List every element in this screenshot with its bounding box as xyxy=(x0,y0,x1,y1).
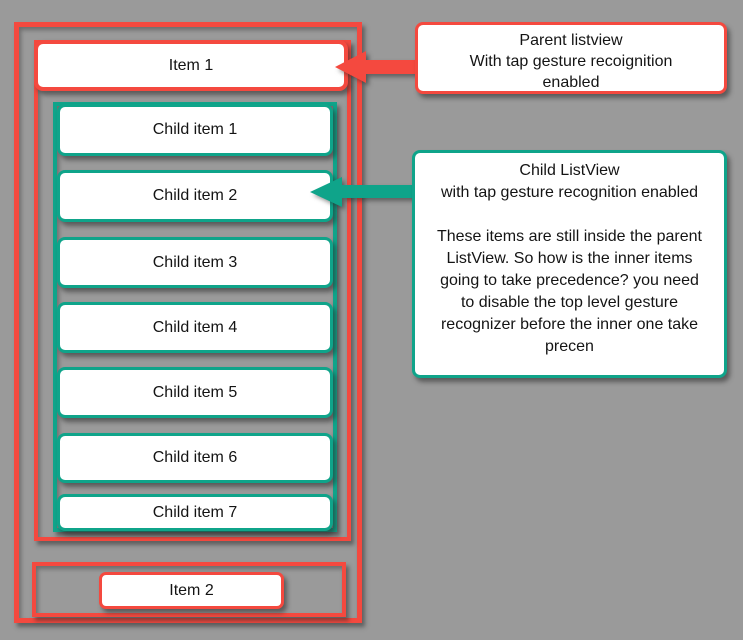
parent-item-2-outline xyxy=(32,562,346,617)
child-item-1-label: Child item 1 xyxy=(152,121,238,138)
child-item-2-label: Child item 2 xyxy=(152,187,238,204)
parent-callout-arrow-icon xyxy=(335,51,422,83)
child-item-5-label: Child item 5 xyxy=(152,383,238,401)
child-item-7-label: Child item 7 xyxy=(152,503,238,521)
child-item-5: Child item 5 xyxy=(57,367,333,418)
child-item-4-label: Child item 4 xyxy=(152,318,238,336)
parent-item-1-label: Item 1 xyxy=(168,56,214,74)
child-callout-text: Child ListView with tap gesture recognit… xyxy=(436,162,702,355)
parent-callout: Parent listview With tap gesture recoign… xyxy=(415,22,727,94)
child-callout: Child ListView with tap gesture recognit… xyxy=(412,150,727,378)
parent-listview-outline xyxy=(14,22,362,623)
parent-callout-text: Parent listview With tap gesture recoign… xyxy=(469,32,673,91)
child-item-6-label: Child item 6 xyxy=(152,449,238,466)
child-item-7: Child item 7 xyxy=(57,494,333,531)
child-item-1: Child item 1 xyxy=(57,104,333,156)
child-item-4: Child item 4 xyxy=(57,302,333,353)
parent-item-1: Item 1 xyxy=(34,40,348,91)
child-item-2: Child item 2 xyxy=(57,170,333,222)
child-item-6: Child item 6 xyxy=(57,433,333,483)
parent-item-2: Item 2 xyxy=(99,572,284,609)
parent-item-2-label: Item 2 xyxy=(169,581,214,599)
child-item-3-label: Child item 3 xyxy=(152,253,238,271)
child-callout-arrow-icon xyxy=(310,177,415,207)
child-item-3: Child item 3 xyxy=(57,237,333,288)
